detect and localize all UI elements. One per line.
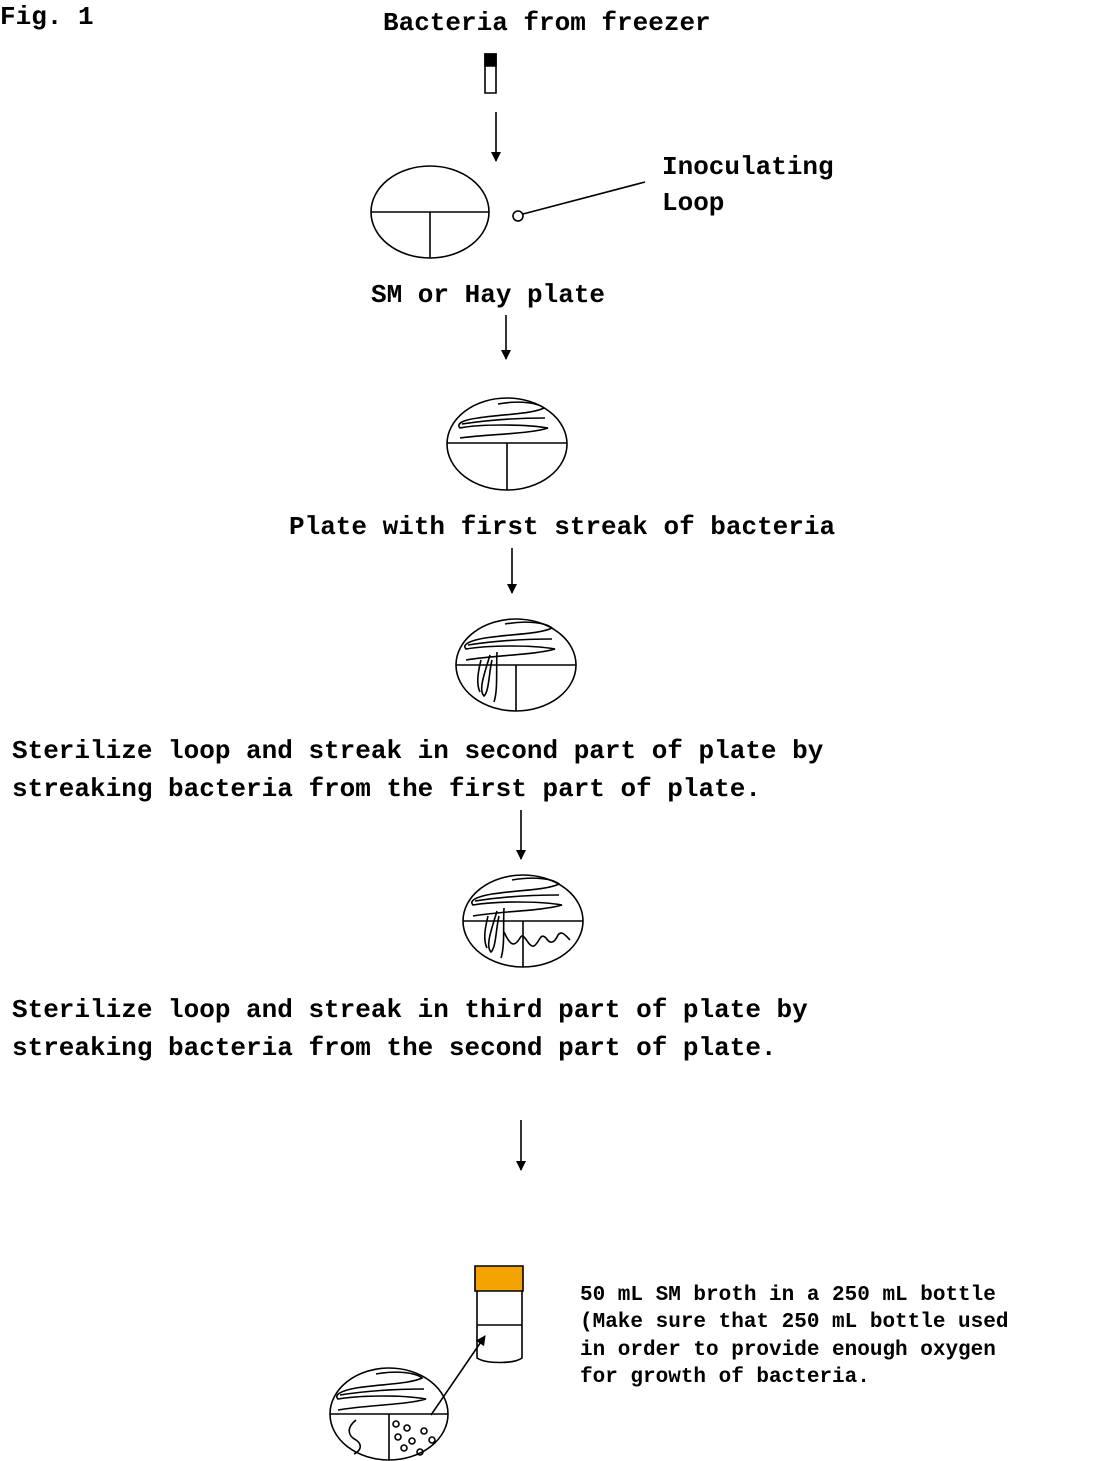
second-streak-plate-icon	[456, 619, 576, 711]
bottle-cap-icon	[475, 1266, 523, 1291]
colony-plate-icon	[330, 1368, 448, 1460]
transfer-arrow	[431, 1336, 485, 1415]
broth-bottle-icon	[475, 1266, 523, 1363]
inoculating-loop-icon	[513, 182, 645, 221]
freezer-vial-icon	[485, 54, 496, 93]
first-streak-plate-icon	[447, 398, 567, 490]
blank-plate-icon	[371, 166, 489, 258]
third-streak-plate-icon	[463, 875, 583, 967]
